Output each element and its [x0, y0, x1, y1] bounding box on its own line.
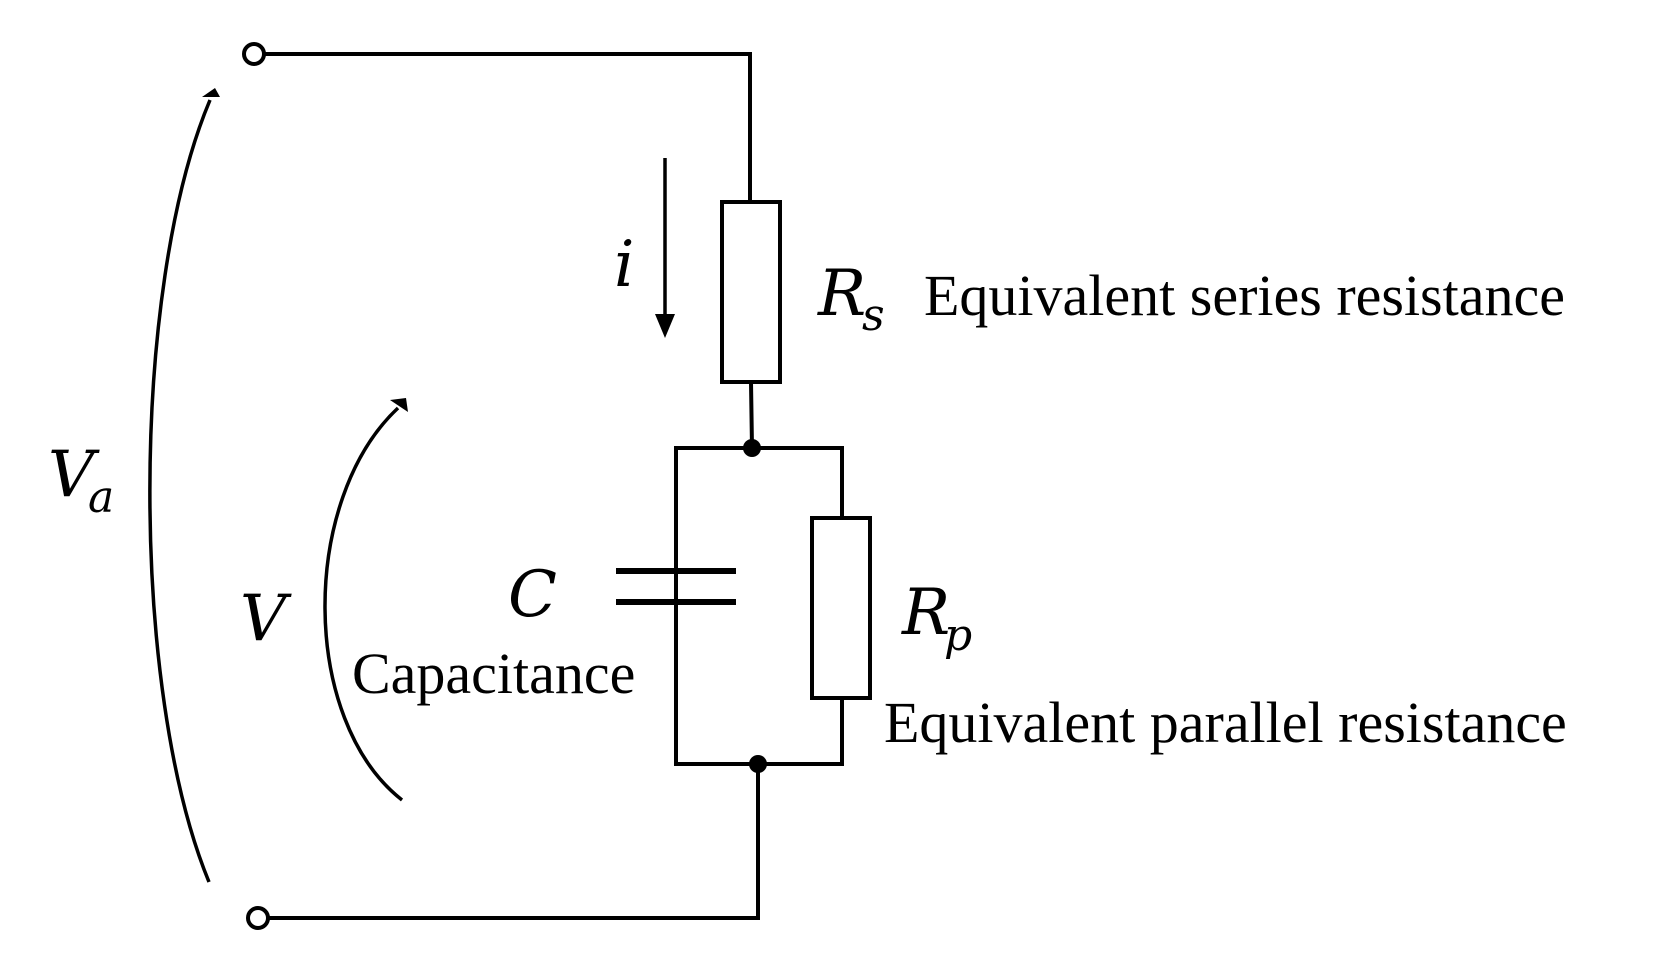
series-resistor-description: Equivalent series resistance — [924, 263, 1565, 328]
capacitor-symbol: C — [508, 558, 557, 632]
parallel-resistor — [810, 516, 872, 700]
bottom-terminal — [246, 906, 270, 930]
top-terminal — [242, 42, 266, 66]
wire-bottom — [266, 762, 760, 920]
voltage-total-arc — [148, 99, 212, 883]
current-arrow-head — [655, 314, 675, 338]
voltage-total-arrowhead — [202, 88, 220, 97]
series-resistor-symbol: R — [817, 257, 866, 331]
voltage-cap-arrowhead — [390, 398, 408, 412]
wire-rs-to-node — [748, 379, 755, 451]
voltage-total-subscript: a — [88, 472, 114, 523]
series-resistor-subscript: s — [862, 290, 885, 341]
current-label: i — [614, 228, 634, 302]
parallel-resistor-subscript: p — [944, 610, 972, 661]
capacitor-description: Capacitance — [352, 641, 635, 706]
voltage-total-symbol: V — [48, 438, 100, 512]
voltage-cap-symbol: V — [240, 582, 292, 656]
top-node — [743, 439, 761, 457]
parallel-resistor-symbol: R — [901, 576, 950, 650]
series-resistor — [720, 200, 782, 384]
wire-top — [262, 52, 752, 204]
parallel-resistor-description: Equivalent parallel resistance — [884, 690, 1567, 755]
voltage-cap-arc — [323, 406, 404, 802]
